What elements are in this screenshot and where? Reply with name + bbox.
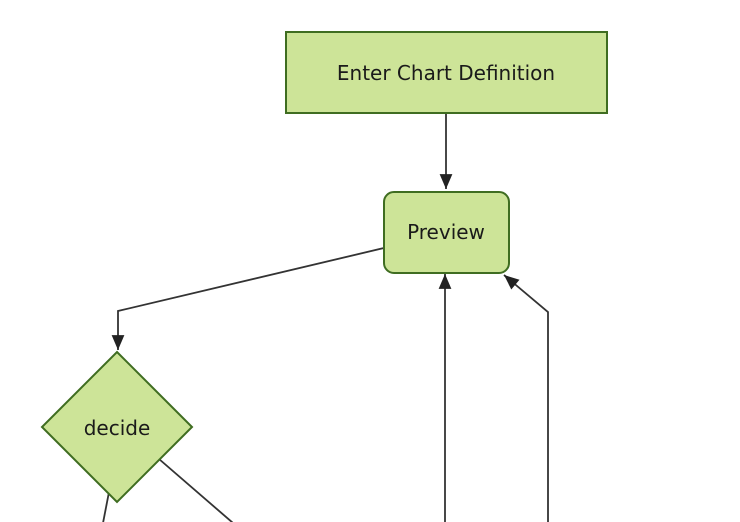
node-enter-chart-definition: Enter Chart Definition (285, 31, 608, 114)
node-preview-shape (383, 191, 510, 274)
node-preview: Preview (383, 191, 510, 274)
edge-decide-out-right (158, 458, 234, 522)
edge-decide-out-left (102, 491, 110, 522)
node-decide-shape (40, 350, 194, 504)
edges (102, 114, 549, 522)
node-enter-chart-definition-label: Enter Chart Definition (337, 61, 555, 85)
node-decide: decide (40, 350, 194, 504)
node-preview-label: Preview (407, 220, 485, 244)
edge-preview-to-decide (111, 247, 385, 350)
edge-return-right-to-preview (503, 274, 549, 522)
node-decide-label: decide (84, 416, 151, 440)
node-enter-chart-definition-shape (285, 31, 608, 114)
